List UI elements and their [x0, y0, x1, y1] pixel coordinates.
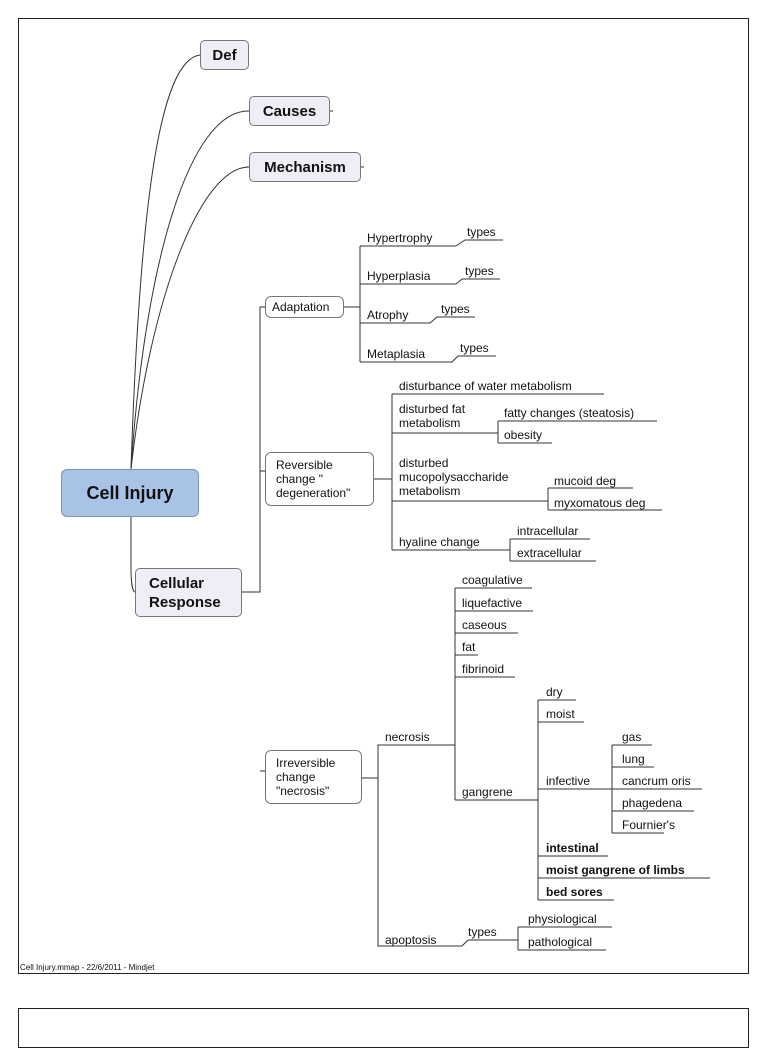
label-bed-sores[interactable]: bed sores: [546, 885, 603, 899]
label-myxomatous-deg[interactable]: myxomatous deg: [554, 496, 646, 510]
label-fibrinoid[interactable]: fibrinoid: [462, 662, 505, 676]
label-hyperplasia-types[interactable]: types: [465, 264, 494, 278]
topic-causes[interactable]: Causes: [249, 96, 330, 126]
label-moist[interactable]: moist: [546, 707, 575, 721]
label-fat[interactable]: fat: [462, 640, 476, 654]
label-apoptosis-types[interactable]: types: [468, 925, 497, 939]
connector-lines: [130, 54, 710, 951]
topic-mechanism[interactable]: Mechanism: [249, 152, 361, 182]
label-hypertrophy-types[interactable]: types: [467, 225, 496, 239]
topic-adaptation[interactable]: Adaptation: [265, 296, 344, 318]
label-hyperplasia[interactable]: Hyperplasia: [367, 269, 431, 283]
label-water-metabolism[interactable]: disturbance of water metabolism: [399, 379, 572, 393]
label-gangrene[interactable]: gangrene: [462, 785, 513, 799]
label-extracellular[interactable]: extracellular: [517, 546, 582, 560]
label-metaplasia[interactable]: Metaplasia: [367, 347, 426, 361]
root-topic[interactable]: Cell Injury: [61, 469, 199, 517]
label-intestinal[interactable]: intestinal: [546, 841, 599, 855]
topic-reversible-change[interactable]: Reversible change " degeneration": [265, 452, 374, 506]
label-atrophy[interactable]: Atrophy: [367, 308, 409, 322]
label-phagedena[interactable]: phagedena: [622, 796, 683, 810]
label-intracellular[interactable]: intracellular: [517, 524, 579, 538]
label-hypertrophy[interactable]: Hypertrophy: [367, 231, 433, 245]
label-mucopolysaccharide[interactable]: disturbed mucopolysaccharide metabolism: [399, 456, 509, 498]
label-hyaline-change[interactable]: hyaline change: [399, 535, 480, 549]
footer-note: Cell Injury.mmap - 22/6/2011 - Mindjet: [20, 963, 155, 972]
label-caseous[interactable]: caseous: [462, 618, 507, 632]
label-dry[interactable]: dry: [546, 685, 563, 699]
topic-irreversible-change[interactable]: Irreversible change "necrosis": [265, 750, 362, 804]
label-moist-gangrene-limbs[interactable]: moist gangrene of limbs: [546, 863, 685, 877]
label-mucoid-deg[interactable]: mucoid deg: [554, 474, 617, 488]
label-apoptosis[interactable]: apoptosis: [385, 933, 437, 947]
label-coagulative[interactable]: coagulative: [462, 573, 523, 587]
label-pathological[interactable]: pathological: [528, 935, 593, 949]
topic-cellular-response[interactable]: Cellular Response: [135, 568, 242, 617]
label-fourniers[interactable]: Fournier's: [622, 818, 675, 832]
label-fat-metabolism[interactable]: disturbed fat metabolism: [399, 402, 466, 430]
page-frame: [18, 18, 749, 974]
label-obesity[interactable]: obesity: [504, 428, 543, 442]
label-gas[interactable]: gas: [622, 730, 642, 744]
label-physiological[interactable]: physiological: [528, 912, 597, 926]
topic-def[interactable]: Def: [200, 40, 249, 70]
label-atrophy-types[interactable]: types: [441, 302, 470, 316]
label-liquefactive[interactable]: liquefactive: [462, 596, 523, 610]
label-fatty-changes[interactable]: fatty changes (steatosis): [504, 406, 635, 420]
label-metaplasia-types[interactable]: types: [460, 341, 489, 355]
label-infective[interactable]: infective: [546, 774, 591, 788]
label-lung[interactable]: lung: [622, 752, 645, 766]
label-necrosis[interactable]: necrosis: [385, 730, 430, 744]
label-cancrum-oris[interactable]: cancrum oris: [622, 774, 691, 788]
